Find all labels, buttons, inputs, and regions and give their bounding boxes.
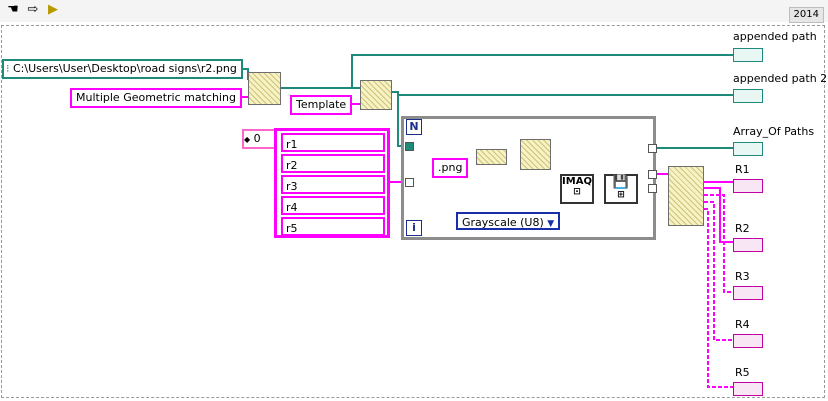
- extension-string-constant[interactable]: .png: [432, 158, 469, 178]
- loop-count-terminal[interactable]: N: [406, 119, 422, 135]
- appended-path-2-indicator[interactable]: [733, 89, 763, 103]
- concatenate-strings-function[interactable]: [476, 149, 507, 165]
- path-icon: ⁝: [6, 62, 10, 75]
- r4-indicator[interactable]: [733, 334, 763, 348]
- matching-string-constant[interactable]: Multiple Geometric matching: [70, 88, 242, 108]
- array-element[interactable]: r3: [281, 175, 385, 194]
- indicator-label-array-of-paths: Array_Of Paths: [733, 125, 815, 138]
- hand-tool-icon[interactable]: ☚: [7, 2, 19, 17]
- array-constant[interactable]: r1 r2 r3 r4 r5: [274, 128, 390, 238]
- imaq-write-file-function[interactable]: 💾 ⊞: [604, 174, 638, 204]
- dropdown-arrow-icon: ▼: [547, 219, 555, 229]
- r3-indicator[interactable]: [733, 286, 763, 300]
- array-index-display[interactable]: ◆ 0: [242, 129, 276, 149]
- build-path-function-3[interactable]: [520, 139, 551, 170]
- indicator-label-r3: R3: [735, 270, 750, 283]
- indicator-label-appended-path-2: appended path 2: [733, 72, 828, 85]
- loop-output-tunnel[interactable]: [648, 144, 657, 153]
- imaq-create-function[interactable]: IMAQ ⊡: [560, 174, 594, 204]
- build-path-icon: [249, 73, 280, 104]
- run-arrow-icon[interactable]: ⇨: [27, 2, 39, 17]
- save-disk-icon: 💾: [612, 175, 630, 190]
- indicator-label-r1: R1: [735, 163, 750, 176]
- highlight-execution-icon[interactable]: ▶: [48, 2, 58, 17]
- version-badge: 2014: [788, 7, 824, 23]
- array-element[interactable]: r4: [281, 196, 385, 215]
- concatenate-icon: [477, 150, 506, 164]
- index-array-icon: [669, 167, 703, 225]
- build-path-function-1[interactable]: [248, 72, 281, 105]
- template-string-constant[interactable]: Template: [290, 95, 353, 115]
- indicator-label-r2: R2: [735, 222, 750, 235]
- r1-indicator[interactable]: [733, 179, 763, 193]
- index-array-function[interactable]: [668, 166, 704, 226]
- indicator-label-appended-path: appended path: [733, 30, 817, 43]
- array-element[interactable]: r5: [281, 217, 385, 236]
- array-element[interactable]: r1: [281, 133, 385, 152]
- image-type-enum[interactable]: Grayscale (U8) ▼: [456, 212, 561, 230]
- build-path-icon: [361, 81, 391, 109]
- block-diagram-frame: [1, 25, 825, 398]
- appended-path-indicator[interactable]: [733, 48, 763, 62]
- r5-indicator[interactable]: [733, 382, 763, 396]
- loop-input-tunnel[interactable]: [405, 142, 414, 151]
- build-path-function-2[interactable]: [360, 80, 392, 110]
- array-of-paths-indicator[interactable]: [733, 142, 763, 156]
- loop-iteration-terminal[interactable]: i: [406, 220, 422, 236]
- indicator-label-r4: R4: [735, 318, 750, 331]
- file-path-constant[interactable]: ⁝ C:\Users\User\Desktop\road signs\r2.pn…: [2, 59, 243, 79]
- toolbar: ☚ ⇨ ▶ 2014: [0, 0, 828, 23]
- loop-input-tunnel[interactable]: [405, 178, 414, 187]
- loop-output-tunnel[interactable]: [648, 170, 657, 179]
- r2-indicator[interactable]: [733, 238, 763, 252]
- build-path-icon: [521, 140, 550, 169]
- imaq-write-icon: ⊞: [617, 190, 625, 200]
- indicator-label-r5: R5: [735, 366, 750, 379]
- index-spinner-icon: ◆: [244, 135, 251, 144]
- array-element[interactable]: r2: [281, 154, 385, 173]
- loop-output-tunnel[interactable]: [648, 184, 657, 193]
- imaq-create-icon: ⊡: [573, 187, 581, 197]
